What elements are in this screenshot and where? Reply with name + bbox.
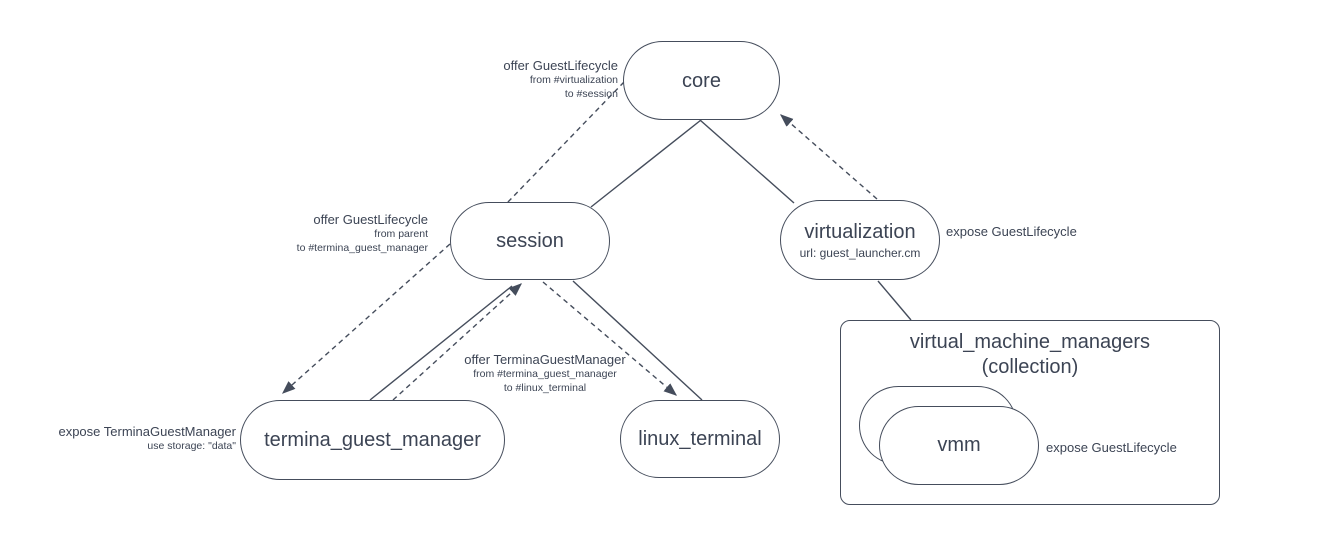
node-linux-terminal-label: linux_terminal (638, 428, 762, 450)
node-session-label: session (496, 230, 564, 252)
node-core-label: core (682, 69, 721, 92)
node-vmm: vmm (879, 406, 1039, 485)
label-line: offer GuestLifecycle (503, 58, 618, 73)
edge-route-expose-guestlifecycle-virtualization-core (781, 115, 878, 200)
label-expose-guestlifecycle-vmm: expose GuestLifecycle (1046, 440, 1177, 455)
node-linux-terminal: linux_terminal (620, 400, 780, 478)
edge-route-expose-terminaguestmanager-termina-session (392, 284, 521, 401)
edge-route-offer-guestlifecycle-session-termina (283, 243, 451, 393)
label-line: from parent (374, 228, 428, 240)
label-offer-guestlifecycle-to-session: offer GuestLifecycle from #virtualizatio… (503, 58, 618, 101)
edge-tree-core-session (590, 119, 702, 208)
label-line: offer GuestLifecycle (313, 212, 428, 227)
edge-tree-core-virtualization (699, 119, 795, 204)
collection-title-line2: (collection) (981, 356, 1079, 378)
label-line: to #session (564, 88, 618, 100)
node-virtualization: virtualization url: guest_launcher.cm (780, 200, 940, 280)
label-offer-terminaguestmanager: offer TerminaGuestManager from #termina_… (445, 352, 645, 395)
label-expose-guestlifecycle-virtualization: expose GuestLifecycle (946, 224, 1077, 239)
label-line: to #termina_guest_manager (296, 242, 428, 254)
label-line: offer TerminaGuestManager (464, 352, 626, 367)
label-line: from #virtualization (529, 74, 618, 86)
edge-tree-session-termina-guest-manager (369, 285, 513, 401)
node-virtualization-url: url: guest_launcher.cm (799, 245, 921, 260)
collection-title-line1: virtual_machine_managers (909, 331, 1151, 353)
node-vmm-label: vmm (937, 434, 981, 456)
edge-route-offer-guestlifecycle-core-session (506, 81, 625, 204)
collection-title: virtual_machine_managers (collection) (841, 330, 1219, 380)
edge-tree-session-linux-terminal (572, 280, 703, 401)
label-line: expose GuestLifecycle (946, 224, 1077, 239)
label-line: from #termina_guest_manager (473, 368, 617, 380)
label-line: to #linux_terminal (503, 382, 587, 394)
label-line: expose TerminaGuestManager (58, 424, 236, 439)
label-expose-terminaguestmanager: expose TerminaGuestManager use storage: … (58, 424, 236, 453)
collection-box-virtual-machine-managers: virtual_machine_managers (collection) vm… (840, 320, 1220, 505)
node-virtualization-label: virtualization (804, 220, 916, 243)
label-line: expose GuestLifecycle (1046, 440, 1177, 455)
node-session: session (450, 202, 610, 280)
edge-route-offer-terminaguestmanager-session-linux (542, 281, 676, 395)
node-core: core (623, 41, 780, 120)
node-termina-guest-manager: termina_guest_manager (240, 400, 505, 480)
label-line: use storage: "data" (147, 440, 236, 452)
label-offer-guestlifecycle-to-termina: offer GuestLifecycle from parent to #ter… (297, 212, 428, 255)
node-termina-guest-manager-label: termina_guest_manager (264, 429, 481, 451)
edge-virtualization-vmm-collection (877, 280, 912, 321)
